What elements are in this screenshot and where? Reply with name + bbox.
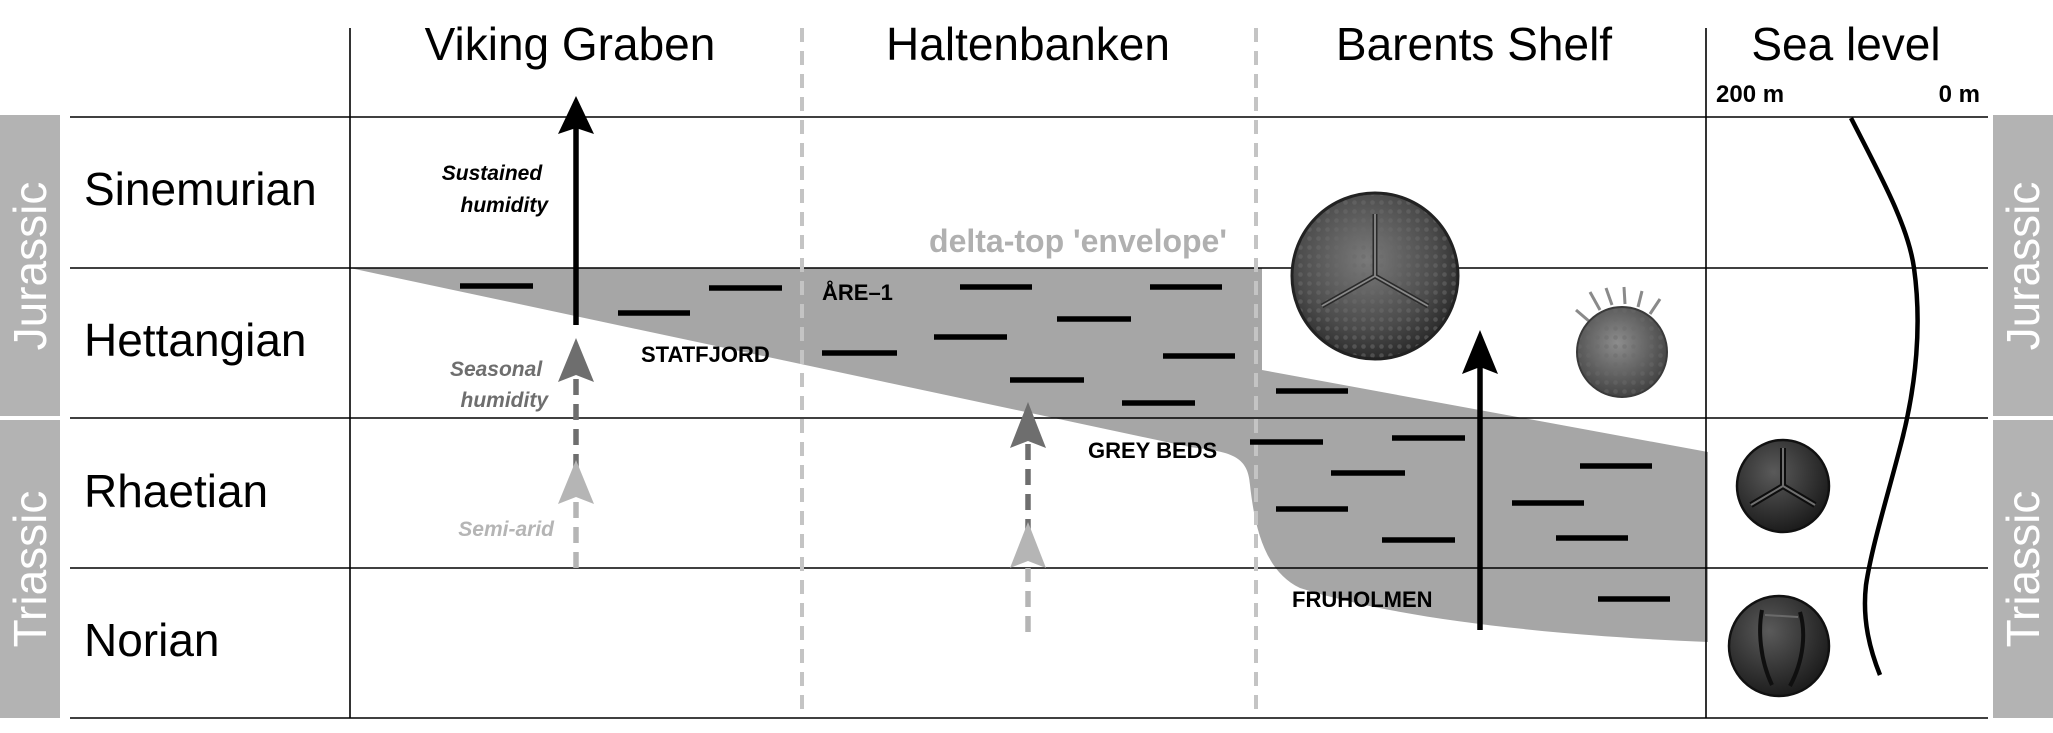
column-title-haltenbanken: Haltenbanken bbox=[886, 18, 1170, 70]
spore-round-icon bbox=[1727, 594, 1831, 698]
formation-label-statfjord: STATFJORD bbox=[641, 342, 770, 367]
sea-level-curve bbox=[1848, 116, 1920, 676]
envelope-label: delta-top 'envelope' bbox=[929, 223, 1227, 259]
period-label-jurassic-right: Jurassic bbox=[1997, 182, 2049, 351]
period-label-triassic-left: Triassic bbox=[4, 491, 56, 648]
viking-arrow-seasonal bbox=[558, 338, 594, 470]
stage-label-sinemurian: Sinemurian bbox=[84, 163, 317, 215]
column-title-barents-shelf: Barents Shelf bbox=[1336, 18, 1612, 70]
delta-top-envelope bbox=[350, 268, 1708, 642]
triassic-band-left bbox=[0, 420, 60, 718]
climate-label-semi-arid: Semi-arid bbox=[458, 518, 555, 541]
barents-arrow-humidity bbox=[1462, 330, 1498, 630]
column-title-viking-graben: Viking Graben bbox=[425, 18, 716, 70]
column-dividers bbox=[349, 28, 1707, 718]
halten-arrow-seasonal bbox=[1010, 402, 1046, 535]
spore-large-icon bbox=[1290, 191, 1460, 361]
jurassic-band-right bbox=[1993, 115, 2053, 416]
period-label-jurassic-left: Jurassic bbox=[4, 182, 56, 351]
viking-arrow-semi-arid bbox=[558, 460, 594, 568]
formation-label-are: ÅRE–1 bbox=[822, 279, 893, 305]
climate-label-seasonal: Seasonal humidity bbox=[450, 358, 549, 412]
formation-label-grey-beds: GREY BEDS bbox=[1088, 438, 1217, 463]
triassic-band-right bbox=[1993, 420, 2053, 718]
climate-label-sustained: Sustained humidity bbox=[442, 162, 550, 217]
column-title-sea-level: Sea level bbox=[1751, 18, 1940, 70]
dashed-dividers bbox=[800, 28, 1258, 718]
spore-trilete-icon bbox=[1735, 438, 1831, 534]
stage-label-hettangian: Hettangian bbox=[84, 314, 307, 366]
sea-level-scale-right: 0 m bbox=[1939, 81, 1980, 108]
jurassic-band-left bbox=[0, 115, 60, 416]
spore-small-icon bbox=[1575, 286, 1668, 398]
halten-arrow-semi-arid bbox=[1010, 522, 1046, 632]
stage-label-rhaetian: Rhaetian bbox=[84, 465, 268, 517]
period-label-triassic-right: Triassic bbox=[1997, 491, 2049, 648]
viking-arrow-sustained bbox=[558, 96, 594, 325]
formation-label-fruholmen: FRUHOLMEN bbox=[1292, 587, 1433, 612]
stage-label-norian: Norian bbox=[84, 614, 220, 666]
sea-level-scale-left: 200 m bbox=[1716, 81, 1784, 108]
lithology-marks bbox=[460, 283, 1670, 602]
